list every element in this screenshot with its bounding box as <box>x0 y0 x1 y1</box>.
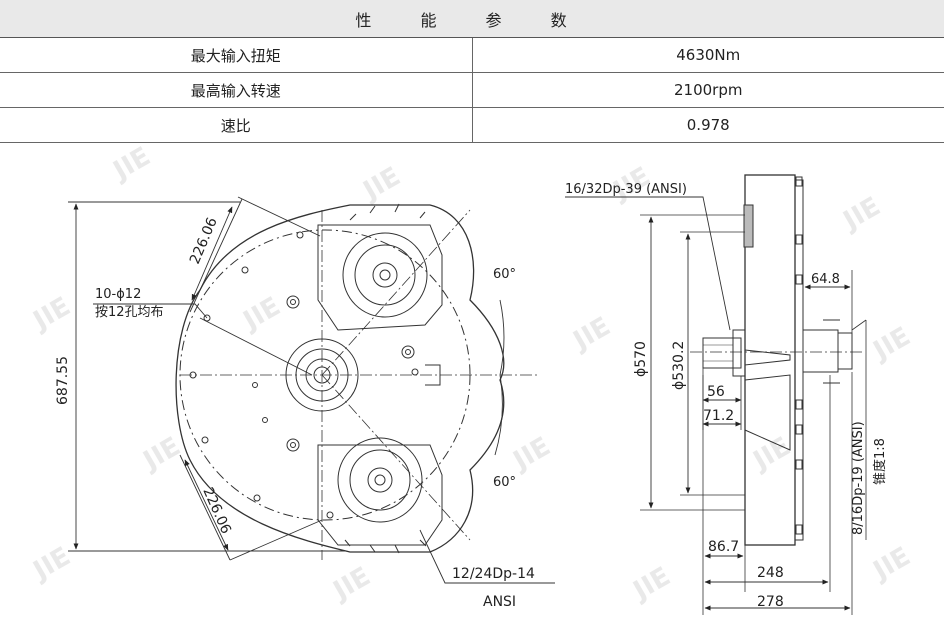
svg-text:JIE: JIE <box>27 542 76 588</box>
svg-text:JIE: JIE <box>837 192 886 238</box>
dim-86: 86.7 <box>708 539 739 555</box>
spec-table-header: 性 能 参 数 <box>0 0 944 38</box>
dim-height: 687.55 <box>55 356 71 405</box>
dim-64: 64.8 <box>811 272 840 287</box>
spec-table: 性 能 参 数 最大输入扭矩 4630Nm 最高输入转速 2100rpm 速比 … <box>0 0 944 142</box>
spline-bottom-line2: ANSI <box>483 594 516 610</box>
spec-label: 速比 <box>0 108 473 142</box>
front-view <box>68 197 555 583</box>
drawing-svg: JIE JIE JIE JIE JIE JIE JIE JIE JIE JIE … <box>0 143 944 631</box>
dim-248: 248 <box>757 565 784 581</box>
upper-boss <box>318 225 442 330</box>
svg-text:JIE: JIE <box>357 162 406 208</box>
dim-278: 278 <box>757 594 784 610</box>
spec-value: 0.978 <box>473 108 944 142</box>
spline-top: 16/32Dp-39 (ANSI) <box>565 182 687 197</box>
dia-530: ϕ530.2 <box>671 341 687 390</box>
svg-text:JIE: JIE <box>747 432 796 478</box>
dim-226-top: 226.06 <box>187 215 221 266</box>
svg-text:JIE: JIE <box>567 312 616 358</box>
housing-outline <box>176 205 504 552</box>
spline-bottom-line1: 12/24Dp-14 <box>452 566 535 582</box>
svg-text:JIE: JIE <box>107 143 156 187</box>
spline-right: 8/16Dp-19 (ANSI) <box>851 421 866 535</box>
spec-value: 2100rpm <box>473 73 944 107</box>
spec-row: 最高输入转速 2100rpm <box>0 73 944 108</box>
lower-boss <box>318 445 442 545</box>
dim-226-bottom: 226.06 <box>199 485 234 536</box>
angle-top: 60° <box>493 267 516 282</box>
technical-drawing: JIE JIE JIE JIE JIE JIE JIE JIE JIE JIE … <box>0 143 944 631</box>
spec-row: 速比 0.978 <box>0 108 944 143</box>
holes-spec-line2: 按12孔均布 <box>95 305 164 320</box>
side-view-labels: 16/32Dp-39 (ANSI) ϕ570 ϕ530.2 56 71.2 64… <box>565 182 888 610</box>
svg-text:JIE: JIE <box>507 432 556 478</box>
svg-text:JIE: JIE <box>867 322 916 368</box>
taper: 锥度1:8 <box>872 438 888 485</box>
angle-bottom: 60° <box>493 475 516 490</box>
dia-570: ϕ570 <box>633 341 649 377</box>
spec-row: 最大输入扭矩 4630Nm <box>0 38 944 73</box>
spec-label: 最大输入扭矩 <box>0 38 473 72</box>
svg-text:JIE: JIE <box>237 292 286 338</box>
holes-spec-line1: 10-ϕ12 <box>95 287 141 302</box>
dim-71: 71.2 <box>703 408 734 424</box>
svg-text:JIE: JIE <box>327 562 376 608</box>
svg-text:JIE: JIE <box>627 562 676 608</box>
dim-56: 56 <box>707 384 725 400</box>
spec-value: 4630Nm <box>473 38 944 72</box>
spec-label: 最高输入转速 <box>0 73 473 107</box>
svg-text:JIE: JIE <box>137 432 186 478</box>
svg-text:JIE: JIE <box>867 542 916 588</box>
svg-text:JIE: JIE <box>27 292 76 338</box>
